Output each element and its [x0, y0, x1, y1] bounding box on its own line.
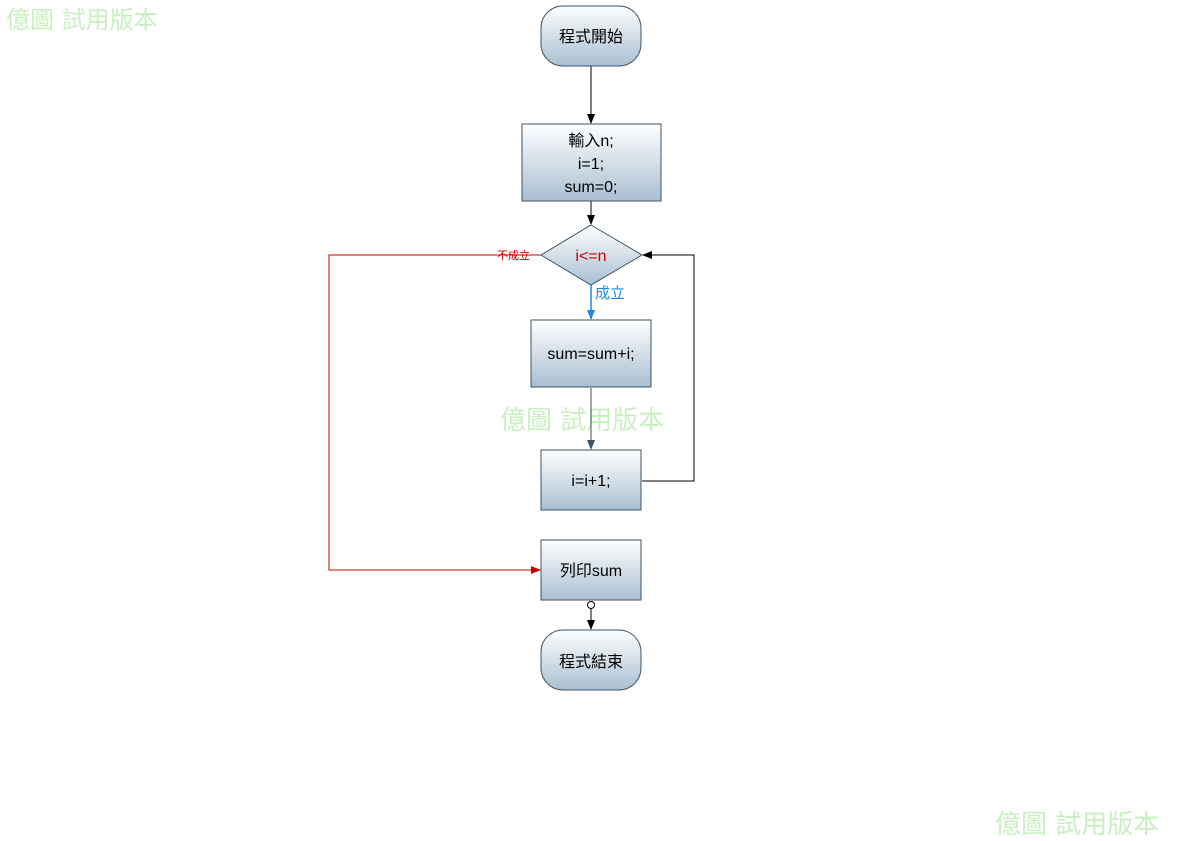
- edges: [328, 66, 695, 630]
- connector-dot: [587, 601, 595, 609]
- node-condition[interactable]: i<=n: [540, 224, 643, 286]
- label-false-branch: 不成立: [497, 248, 530, 262]
- node-print-label: 列印sum: [560, 562, 622, 580]
- node-increment-label: i=i+1;: [571, 473, 610, 490]
- node-start[interactable]: 程式開始: [540, 5, 642, 67]
- node-increment[interactable]: i=i+1;: [540, 449, 642, 511]
- node-init-line-1: 輸入n;: [568, 132, 613, 150]
- edge-increment-loop-back: [642, 251, 695, 482]
- node-accumulate[interactable]: sum=sum+i;: [530, 319, 652, 388]
- node-start-label: 程式開始: [559, 28, 623, 46]
- label-true-branch: 成立: [595, 284, 625, 302]
- node-condition-label: i<=n: [575, 248, 606, 265]
- node-init-line-2: i=1;: [578, 156, 604, 173]
- node-init-line-3: sum=0;: [565, 179, 618, 196]
- edge-condition-false: [328, 254, 541, 574]
- node-init[interactable]: 輸入n; i=1; sum=0;: [521, 123, 662, 202]
- node-accumulate-label: sum=sum+i;: [547, 346, 634, 363]
- node-print[interactable]: 列印sum: [540, 539, 642, 601]
- node-end[interactable]: 程式結束: [540, 629, 642, 691]
- node-end-label: 程式結束: [559, 653, 623, 671]
